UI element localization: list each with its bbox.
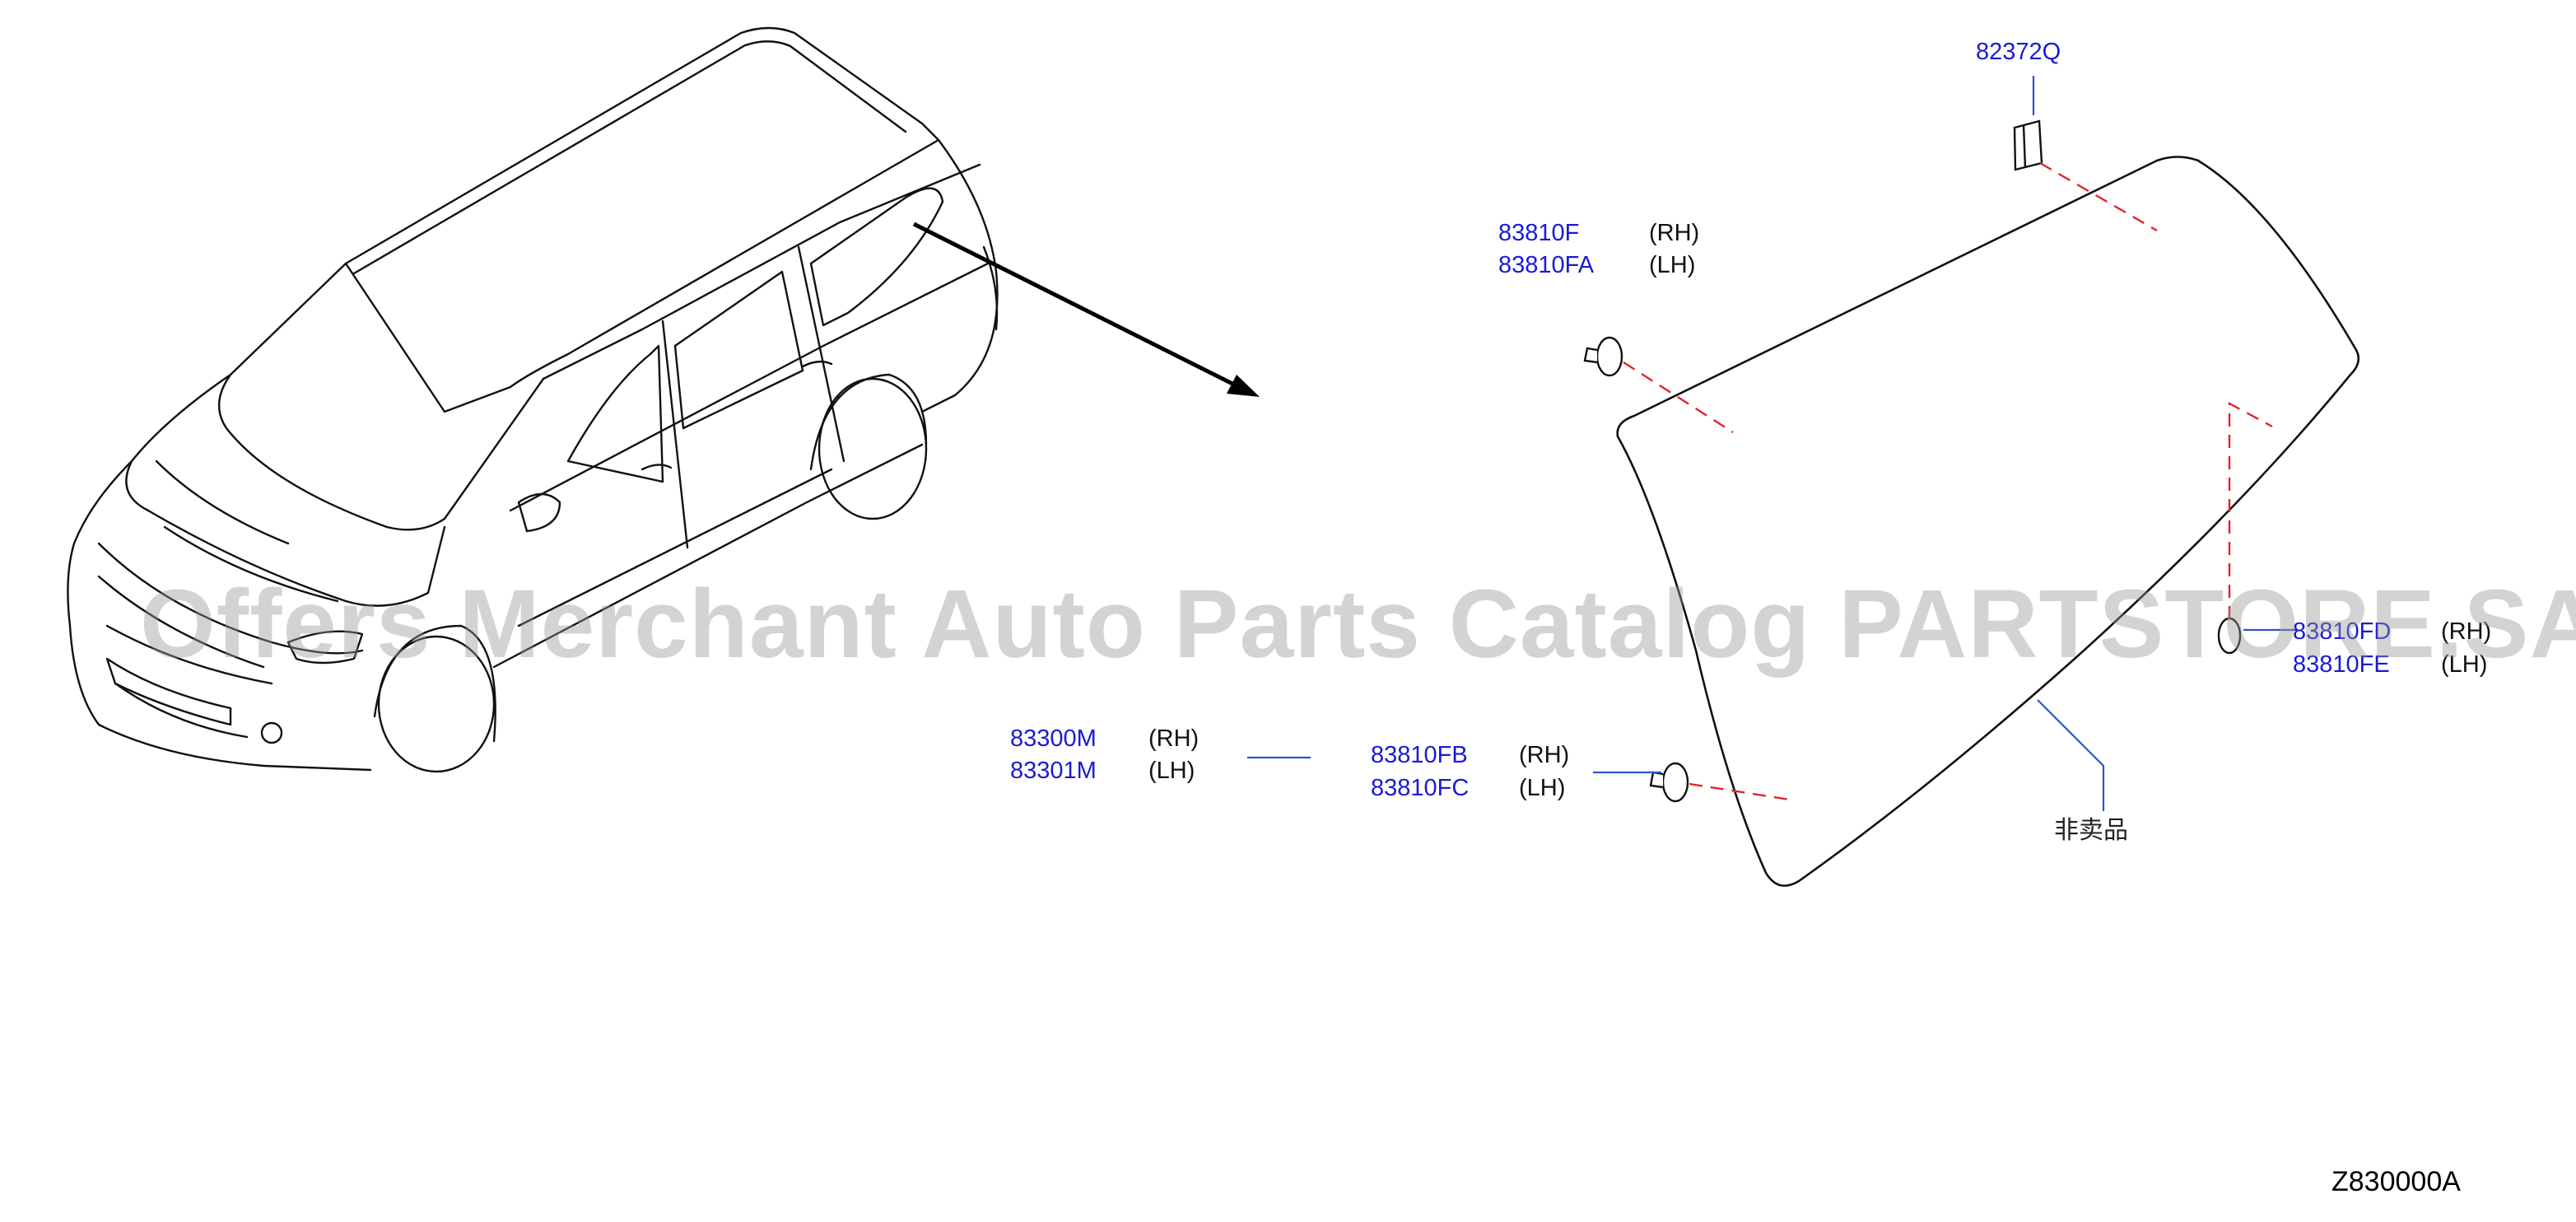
- side-rh-label: (RH): [1148, 725, 1199, 752]
- part-number-83810F[interactable]: 83810F: [1498, 220, 1580, 246]
- side-rh-label: (RH): [1519, 742, 1570, 768]
- side-rh-label: (RH): [1649, 220, 1700, 246]
- vehicle-illustration: [67, 26, 999, 773]
- part-number-83810FC[interactable]: 83810FC: [1371, 775, 1470, 801]
- side-lh-label: (LH): [1519, 775, 1566, 801]
- direction-arrow: [912, 222, 1260, 397]
- leader-lines: [1247, 76, 2297, 811]
- part-number-83810FD[interactable]: 83810FD: [2293, 618, 2392, 645]
- not-for-sale-note: 非卖品: [2054, 816, 2128, 845]
- clip-83810F-icon: [1583, 336, 1623, 377]
- clip-83810FD-icon: [2217, 617, 2242, 655]
- side-lh-label: (LH): [1649, 252, 1696, 278]
- part-number-83810FB[interactable]: 83810FB: [1371, 742, 1468, 768]
- part-number-83301M[interactable]: 83301M: [1010, 758, 1097, 784]
- quarter-glass-panel: [1616, 156, 2360, 887]
- side-lh-label: (LH): [1148, 758, 1195, 784]
- part-number-83810FE[interactable]: 83810FE: [2293, 651, 2390, 678]
- part-number-82372Q[interactable]: 82372Q: [1976, 39, 2061, 65]
- side-rh-label: (RH): [2441, 618, 2492, 645]
- clip-83810FB-icon: [1649, 762, 1689, 803]
- side-lh-label: (LH): [2441, 651, 2488, 678]
- diagram-code: Z830000A: [2331, 1166, 2461, 1197]
- part-number-83810FA[interactable]: 83810FA: [1498, 252, 1595, 278]
- dashed-leader-lines: [1623, 161, 2273, 802]
- spacer-82372Q-icon: [2013, 119, 2043, 171]
- part-number-83300M[interactable]: 83300M: [1010, 725, 1097, 752]
